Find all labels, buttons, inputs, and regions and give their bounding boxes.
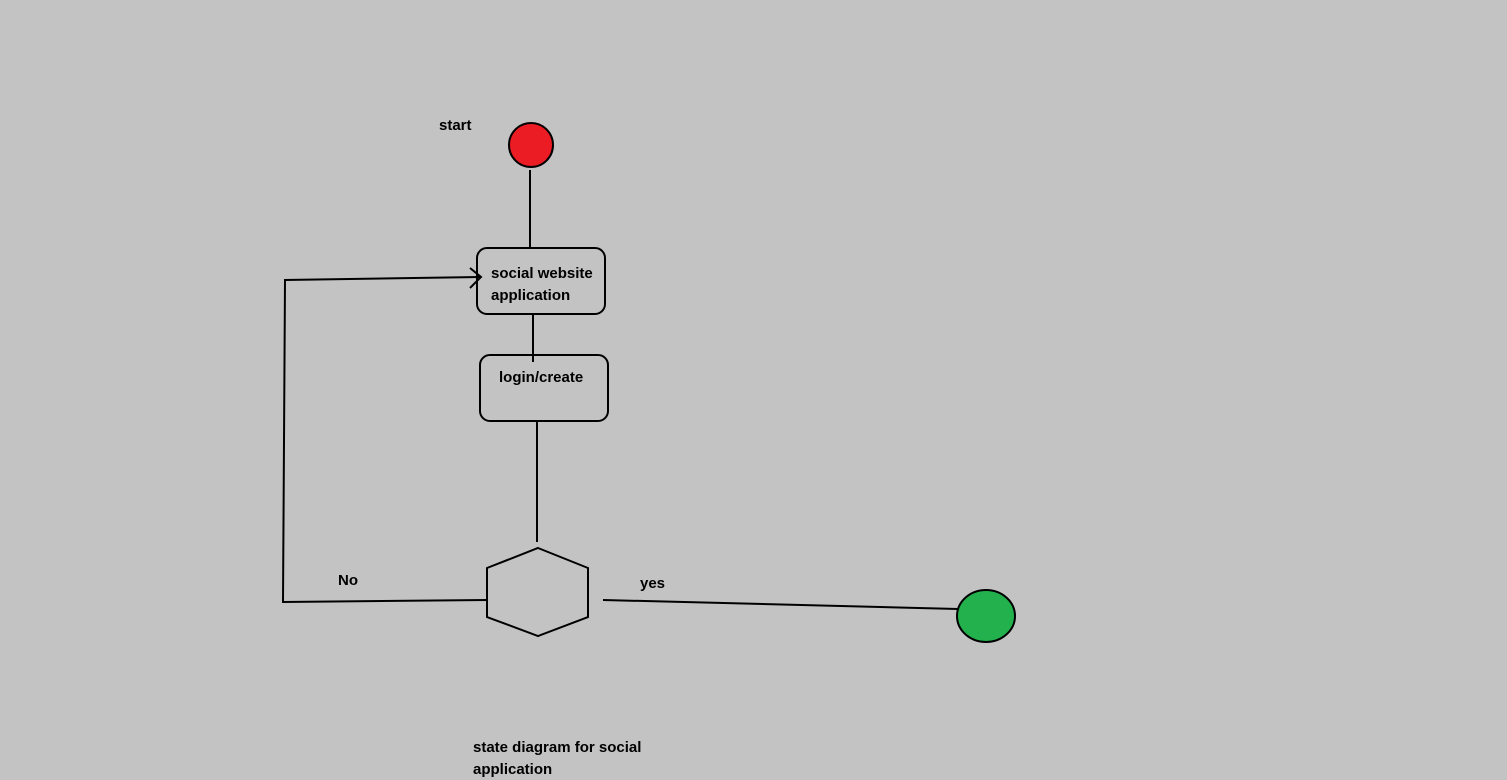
- state-login-create: [479, 354, 609, 422]
- start-label: start: [439, 117, 472, 134]
- branch-no-label: No: [338, 572, 358, 589]
- arrowhead-no-loop: [469, 267, 483, 289]
- edge-yes: [602, 599, 959, 610]
- state-login-label: login/create: [499, 369, 584, 386]
- state-social-label-line1: social website: [491, 265, 593, 282]
- diagram-caption-line2: application: [473, 761, 553, 778]
- end-node: [956, 589, 1016, 643]
- state-social-label-line2: application: [491, 287, 571, 304]
- decision-node: [486, 546, 589, 638]
- edge-no-loop: [281, 276, 488, 604]
- state-social-label: social website application: [491, 263, 593, 307]
- diagram-caption: state diagram for social application: [473, 737, 641, 780]
- branch-yes-label: yes: [640, 575, 666, 592]
- start-node: [508, 122, 554, 168]
- diagram-caption-line1: state diagram for social: [473, 739, 642, 756]
